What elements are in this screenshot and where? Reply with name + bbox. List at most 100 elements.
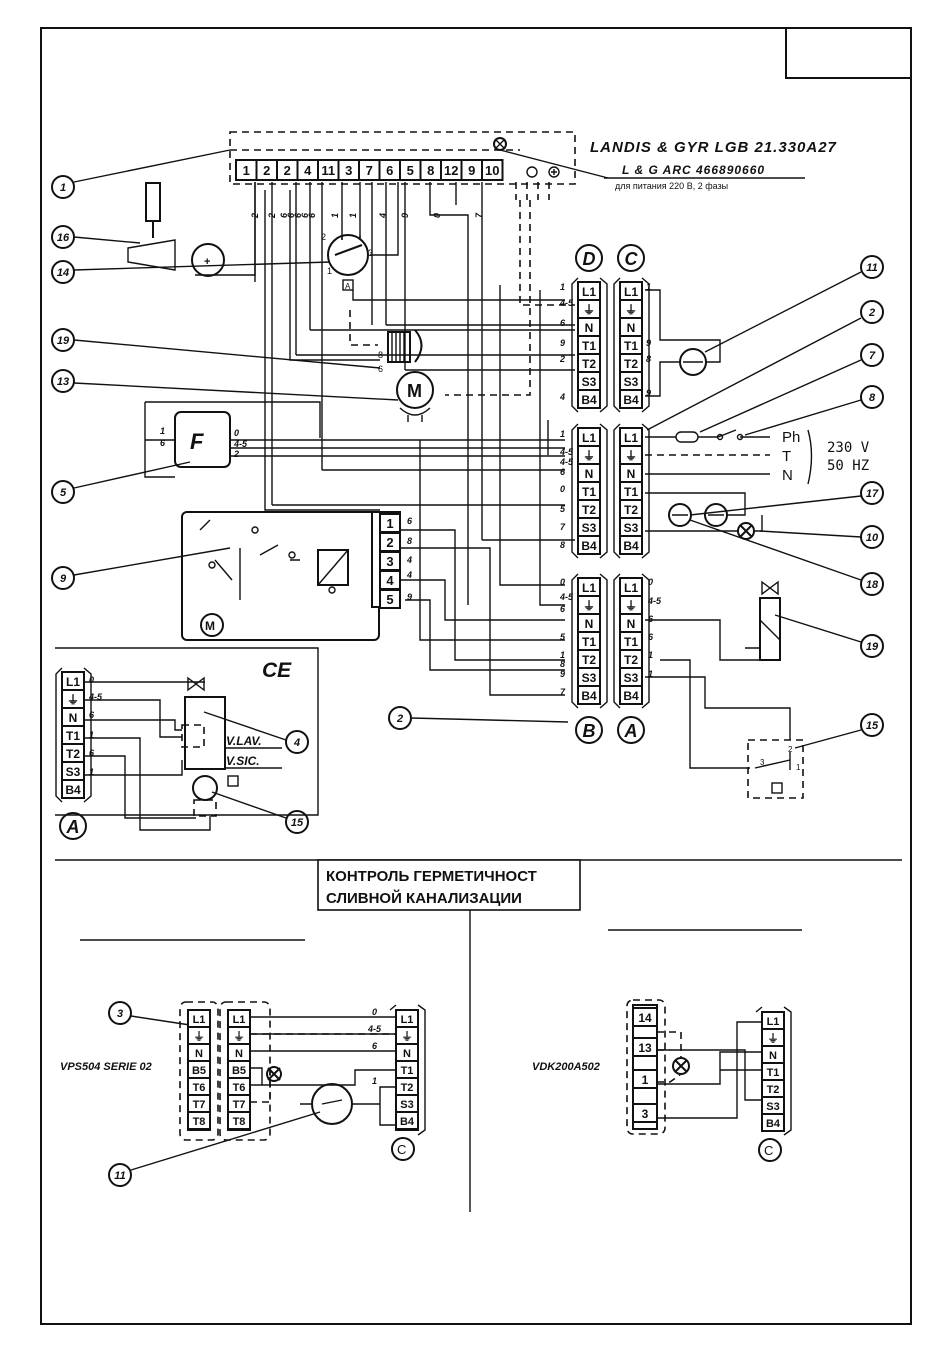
strip-terminal-label: T8 (193, 1116, 206, 1128)
block-id-label: B (583, 721, 596, 741)
svg-text:2: 2 (233, 449, 239, 459)
strip-terminal (619, 535, 643, 555)
block-id-ce-A (59, 812, 87, 840)
callout-number: 13 (57, 376, 69, 388)
wire-label: 4 (406, 555, 412, 565)
banner-line1: КОНТРОЛЬ ГЕРМЕТИЧНОСТ (326, 868, 537, 885)
supply-switches: Ph T N 230 V 50 HZ (645, 429, 870, 485)
wire-label: 5 (560, 632, 566, 642)
strip-terminal-label: T2 (624, 653, 638, 667)
strip-terminal-label: B4 (623, 689, 639, 703)
callout-number: 17 (866, 488, 879, 500)
wire-label: 0 (648, 577, 653, 587)
strip-terminal-label: N (769, 1050, 777, 1062)
strip-terminal-label: T1 (401, 1065, 414, 1077)
strip-terminal-label: ⏚ (625, 303, 637, 317)
wire-label: 1 (89, 767, 94, 777)
page-frame (40, 27, 912, 1325)
strip-terminal-label: T1 (582, 635, 596, 649)
wire-label: 9 (646, 388, 651, 398)
wire-label: 6 (89, 710, 95, 720)
strip-terminal-label: T1 (624, 485, 638, 499)
strip-terminal-label: B5 (192, 1065, 206, 1077)
strip-terminal-label: T6 (233, 1082, 246, 1094)
wire-label: 1 (89, 730, 94, 740)
controller-terminal-label: 2 (263, 163, 270, 178)
controller-terminal-label: 4 (304, 163, 312, 178)
solenoid-valve (645, 580, 781, 661)
wire-label: 6 (286, 212, 296, 218)
strip-terminal-label: S3 (624, 521, 639, 535)
strip-terminal-label: T7 (193, 1099, 206, 1111)
callout-number: 7 (869, 350, 876, 362)
supply-earth: T (782, 448, 791, 465)
strip-terminal-label: B4 (581, 539, 597, 553)
wire-label: 2 (267, 213, 277, 219)
strip-terminal-label: ⏚ (625, 599, 637, 613)
vdk200-model: VDK200A502 (532, 1061, 600, 1073)
wire-label: 5 (560, 504, 566, 514)
strip-terminal-label: N (585, 321, 594, 335)
wire-label: 0 (560, 484, 565, 494)
wire-label: 0 (432, 213, 442, 218)
strip-terminal (577, 685, 601, 705)
callout-marker (860, 481, 884, 505)
strip-terminal (61, 779, 85, 799)
wire-label: 8 (560, 659, 565, 669)
strip-terminal-label: ⏚ (67, 693, 79, 707)
wire-label: 6 (648, 632, 654, 642)
wire-label: 6 (293, 212, 303, 218)
strip-terminal-label: ⏚ (583, 303, 595, 317)
controller-terminal-label: 1 (243, 163, 250, 178)
svg-text:1: 1 (796, 763, 801, 772)
svg-text:6: 6 (372, 1041, 378, 1051)
svg-text:C: C (764, 1143, 773, 1158)
fuse-icon (675, 431, 699, 443)
svg-text:+: + (204, 256, 210, 268)
strip-terminal-label: N (585, 467, 594, 481)
strip-terminal-label: L1 (193, 1014, 206, 1026)
wire-label: 1 (646, 282, 651, 292)
callout-marker (51, 566, 75, 590)
strip-terminal-label: N (403, 1048, 411, 1060)
block-id-label: A (624, 721, 638, 741)
callout-number: 2 (396, 713, 403, 725)
strip-terminal-label: N (627, 467, 636, 481)
strip-terminal-label: ⏚ (583, 449, 595, 463)
strip-terminal-label: ⏚ (583, 599, 595, 613)
callout-number: 10 (866, 532, 879, 544)
strip-terminal-label: B4 (400, 1116, 415, 1128)
strip-terminal-label: L1 (582, 431, 596, 445)
svg-text:1: 1 (372, 1076, 377, 1086)
svg-text:0: 0 (372, 1007, 377, 1017)
svg-text:6: 6 (160, 438, 166, 448)
wire-label: 4-5 (647, 596, 662, 606)
callout-number: 18 (866, 579, 879, 591)
callout-marker (860, 713, 884, 737)
wire-label: 4-5 (559, 457, 574, 467)
strip-terminal-label: T6 (193, 1082, 206, 1094)
strip-terminal-label: B4 (581, 689, 597, 703)
strip-terminal (187, 1111, 211, 1130)
strip-terminal-label: S3 (624, 671, 639, 685)
power-note: для питания 220 В, 2 фазы (615, 181, 728, 191)
wire-label: 6 (89, 748, 95, 758)
svg-text:M: M (205, 619, 215, 633)
banner-box (317, 859, 581, 911)
strip-terminal (577, 389, 601, 409)
relay-terminal-label: 2 (386, 535, 393, 550)
strip-terminal-label: B4 (623, 539, 639, 553)
strip-terminal-label: T2 (624, 357, 638, 371)
wire-label: 9 (560, 669, 565, 679)
ce-section: CE V.LAV. V.SIC. (55, 647, 319, 831)
callout-marker (860, 385, 884, 409)
strip-terminal-label: L1 (233, 1014, 246, 1026)
wire-label: 0 (560, 577, 565, 587)
burner-motor: M (396, 371, 434, 422)
callout-marker (860, 255, 884, 279)
vdk-terminal (632, 1007, 658, 1027)
relay-terminal-label: 3 (386, 554, 393, 569)
wire-label: 9 (646, 338, 651, 348)
svg-text:2: 2 (788, 745, 793, 754)
